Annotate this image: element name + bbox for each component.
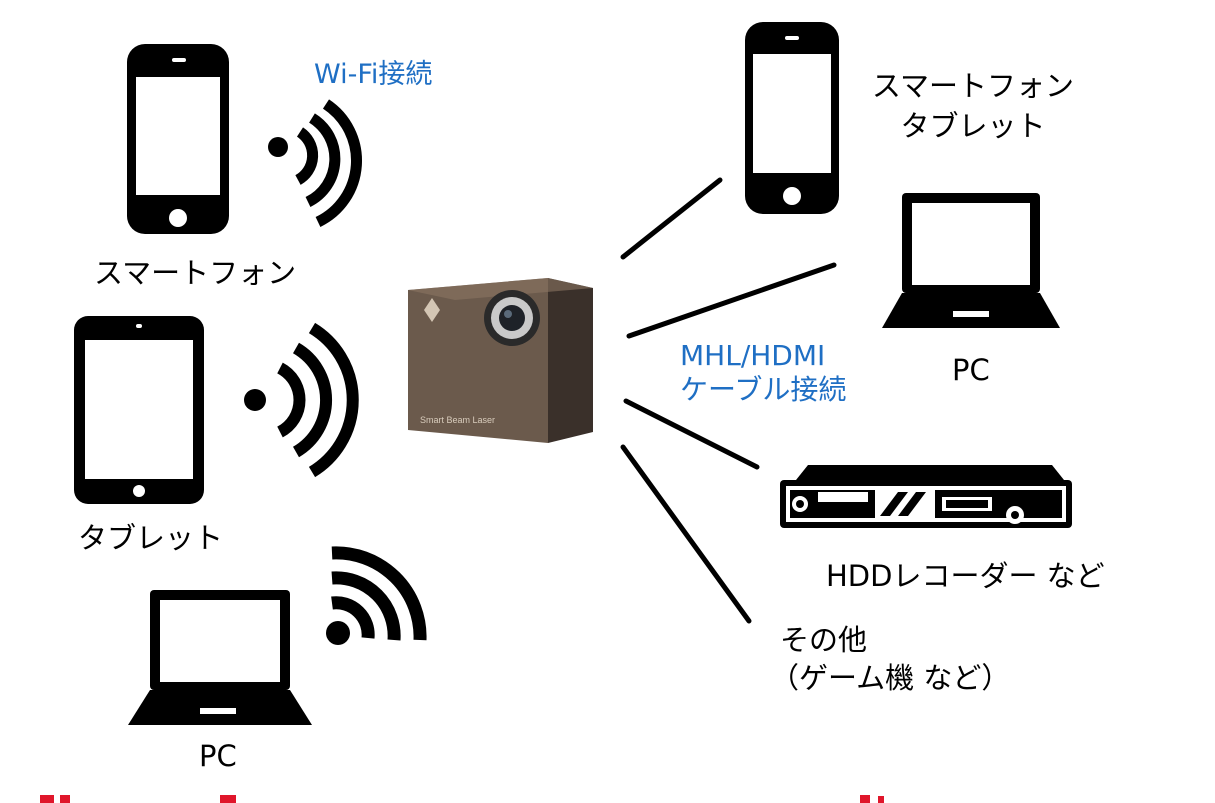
tablet-icon (74, 316, 204, 504)
hdd-recorder-label: HDDレコーダー など (826, 559, 1105, 593)
cable-line (626, 262, 837, 339)
cable-connection-label-line2: ケーブル接続 (680, 373, 847, 406)
smartphone-icon (127, 44, 229, 234)
cable-line (623, 398, 760, 470)
laptop-icon (128, 590, 312, 725)
hdd-recorder-icon (780, 465, 1072, 528)
other-devices-label-line2: （ゲーム機 など） (770, 661, 1011, 695)
right-pc-label: PC (952, 353, 990, 387)
left-pc-label: PC (199, 739, 237, 773)
other-devices-label-line1: その他 (780, 623, 868, 657)
cable-lines (620, 177, 837, 624)
right-tablet-label-line2: タブレット (900, 109, 1046, 143)
wifi-signal-icon (268, 99, 362, 227)
wifi-signal-icon (244, 322, 359, 478)
laptop-icon (882, 193, 1060, 328)
smartphone-icon (745, 22, 839, 214)
projector-icon: Smart Beam Laser (408, 278, 593, 443)
cable-line (620, 177, 723, 260)
right-smartphone-label-line1: スマートフォン (871, 69, 1075, 103)
cable-line (620, 444, 752, 624)
left-smartphone-label: スマートフォン (94, 256, 297, 290)
cable-connection-label-line1: MHL/HDMI (680, 339, 826, 372)
footer-red-text-fragment (40, 795, 884, 803)
wifi-signal-icon (326, 546, 427, 645)
projector-brand-label: Smart Beam Laser (420, 415, 495, 425)
left-tablet-label: タブレット (78, 521, 224, 555)
wifi-connection-label: Wi-Fi接続 (314, 59, 433, 90)
